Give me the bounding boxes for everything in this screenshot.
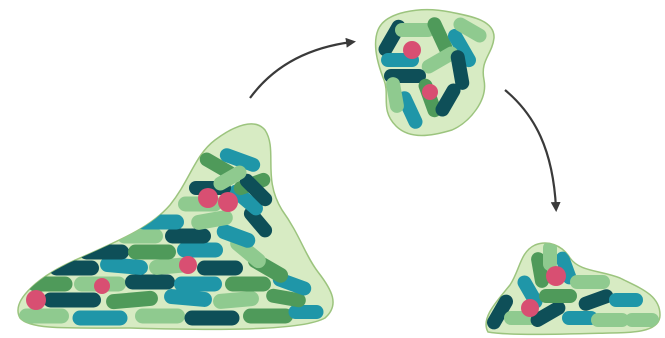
rod-bacterium	[49, 261, 99, 276]
rod-bacterium	[185, 311, 240, 326]
rod-bacterium	[570, 275, 610, 289]
coccus-bacterium	[179, 256, 197, 274]
rod-bacterium	[591, 313, 629, 327]
new-colony	[484, 241, 660, 334]
rod-bacterium	[197, 261, 243, 276]
mature-biofilm	[18, 124, 333, 330]
coccus-bacterium	[218, 192, 238, 212]
rod-bacterium	[43, 293, 101, 308]
rod-bacterium	[243, 309, 293, 324]
rod-bacterium	[125, 275, 175, 290]
rod-bacterium	[128, 245, 176, 260]
rod-bacterium	[225, 277, 271, 292]
dispersed-cluster	[376, 10, 495, 136]
rod-bacterium	[539, 289, 577, 303]
coccus-bacterium	[403, 41, 421, 59]
rod-bacterium	[174, 277, 222, 292]
rod-bacterium	[165, 229, 211, 244]
rod-bacterium	[19, 309, 69, 324]
coccus-bacterium	[94, 278, 110, 294]
coccus-bacterium	[422, 84, 438, 100]
rod-bacterium	[177, 243, 223, 258]
recolonization-arrow	[505, 90, 556, 208]
coccus-bacterium	[546, 266, 566, 286]
rod-bacterium	[609, 293, 643, 307]
rod-bacterium	[117, 229, 163, 244]
coccus-bacterium	[198, 188, 218, 208]
rod-bacterium	[289, 305, 324, 319]
rod-bacterium	[73, 311, 128, 326]
rod-bacterium	[135, 309, 185, 324]
coccus-bacterium	[521, 299, 539, 317]
dispersal-arrow	[250, 42, 352, 98]
coccus-bacterium	[26, 290, 46, 310]
rod-bacterium	[625, 313, 659, 327]
rod-bacterium	[136, 215, 184, 230]
